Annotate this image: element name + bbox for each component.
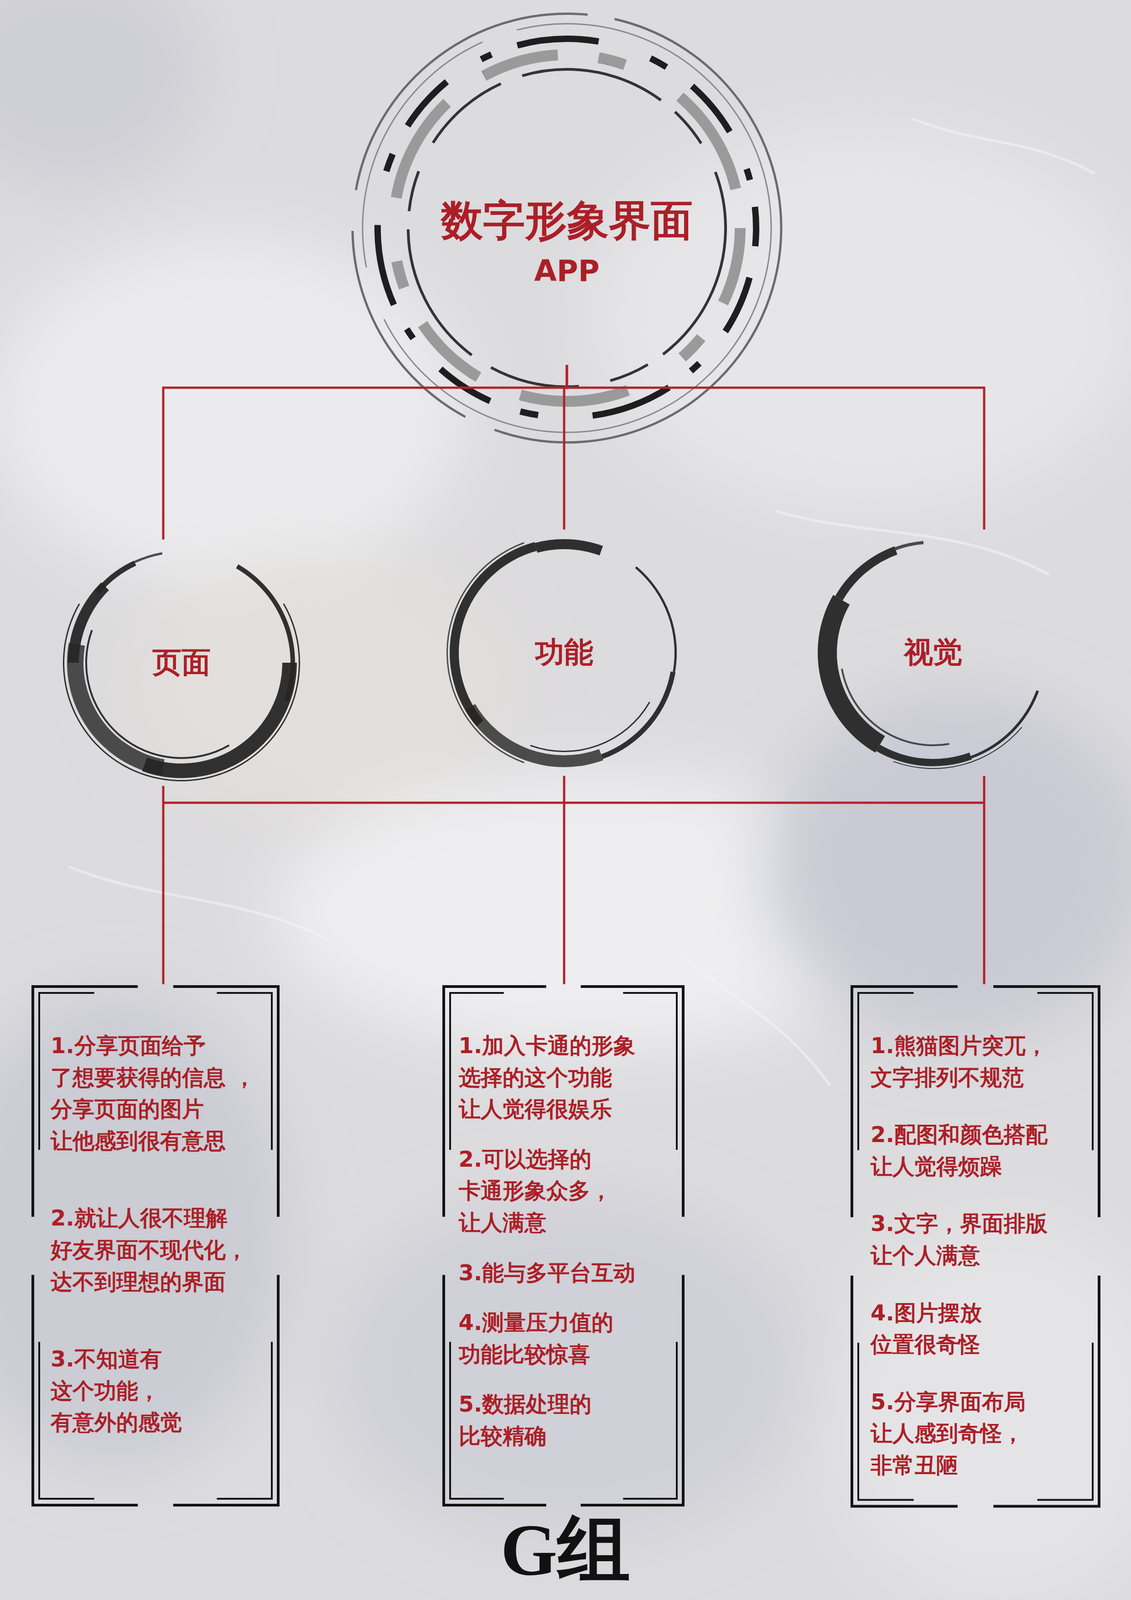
bracket-box: 1.加入卡通的形象 选择的这个功能 让人觉得很娱乐 2.可以选择的 卡通形象众多，… (441, 984, 686, 1508)
list-item: 4.测量压力值的 功能比较惊喜 (458, 1306, 669, 1370)
ring (377, 38, 757, 418)
brush-stroke (835, 546, 898, 601)
streak (68, 866, 329, 940)
bracket-corner (443, 1274, 547, 1505)
ring (393, 54, 741, 402)
ring (408, 69, 726, 387)
list-item: 1.分享页面给予 了想要获得的信息 ，分享页面的图片 让他感到很有意思 (50, 1029, 261, 1157)
paint-patch (0, 237, 466, 584)
brush-stroke (970, 690, 1039, 759)
streak (775, 510, 1049, 575)
brush-circle-node: 视觉 (809, 529, 1057, 776)
paint-patch (830, 1222, 1131, 1600)
bracket-corner (1037, 1342, 1093, 1500)
bracket-corner (993, 986, 1100, 1218)
brush-circle-node: 功能 (440, 529, 688, 776)
brush-stroke (840, 668, 950, 747)
branch-bus (163, 801, 985, 805)
label-holder: G组 (0, 1513, 1131, 1587)
brush-circle-node: 页面 (58, 539, 305, 786)
brush-stroke (534, 539, 604, 556)
subtitle-text: APP (534, 252, 600, 291)
bracket-box: 1.熊猫图片突兀， 文字排列不规范 2.配图和颜色搭配 让人觉得烦躁 3.文字，界面… (849, 984, 1102, 1509)
brush-stroke (876, 744, 973, 767)
brush-stroke (67, 642, 165, 776)
tree-connector (162, 785, 165, 985)
category-label: 页面 (152, 643, 211, 682)
list-item: 2.就让人很不理解 好友界面不现代化， 达不到理想的界面 (50, 1202, 261, 1298)
brush-stroke (446, 542, 525, 764)
brush-stroke (529, 701, 650, 753)
brush-stroke (817, 595, 885, 753)
group-label: G组 (500, 1513, 631, 1587)
list-item: 3.文字，界面排版 让个人满意 (870, 1207, 1081, 1272)
list-item: 5.分享界面布局 让人感到奇怪， 非常丑陋 (870, 1385, 1081, 1482)
tree-connector (563, 775, 566, 985)
streak (912, 118, 1095, 174)
brush-stroke (465, 704, 604, 768)
paint-patch (0, 994, 288, 1469)
bracket-corner (622, 992, 677, 1150)
brush-stroke (449, 542, 537, 727)
streak (684, 957, 831, 1086)
brush-stroke (95, 560, 137, 594)
brush-stroke (62, 603, 301, 782)
bracket-corner (622, 1341, 677, 1499)
list-item: 2.可以选择的 卡通形象众多， 让人满意 (458, 1143, 669, 1239)
bracket-corner (580, 1274, 684, 1505)
list-item: 2.配图和颜色搭配 让人觉得烦躁 (870, 1118, 1081, 1183)
category-label: 视觉 (903, 633, 963, 672)
tree-connector (566, 364, 985, 530)
bracket-corner (216, 1341, 272, 1499)
brush-stroke (67, 582, 109, 663)
title-circle-node: 数字形象界面APP (411, 118, 722, 365)
brush-stroke (894, 540, 924, 550)
brush-stroke (134, 552, 163, 564)
brush-stroke (141, 662, 297, 779)
title-text: 数字形象界面 (440, 193, 693, 249)
brush-stroke (85, 629, 230, 759)
list-item: 3.不知道有 这个功能， 有意外的感觉 (50, 1343, 261, 1439)
tree-connector (564, 364, 567, 530)
bracket-corner (851, 986, 958, 1218)
brush-stroke (635, 566, 677, 673)
bracket-corner (173, 1274, 279, 1505)
list-item: 3.能与多平台互动 (458, 1256, 669, 1289)
tree-connector (163, 364, 567, 540)
paint-patch (592, 127, 1131, 511)
category-label: 功能 (534, 633, 594, 672)
bracket-box: 1.分享页面给予 了想要获得的信息 ，分享页面的图片 让他感到很有意思 2.就让人… (30, 984, 281, 1508)
list-item: 1.熊猫图片突兀， 文字排列不规范 (870, 1029, 1081, 1094)
brush-stroke (893, 726, 1023, 769)
list-item: 5.数据处理的 比较精确 (458, 1388, 669, 1452)
paint-patch (332, 1194, 808, 1542)
paint-patch (0, 0, 206, 187)
knife-streaks (68, 118, 1095, 1086)
list-item: 1.加入卡通的形象 选择的这个功能 让人觉得很娱乐 (458, 1029, 669, 1126)
tree-connector (983, 775, 986, 985)
brush-stroke (601, 671, 676, 759)
paint-patch (127, 556, 511, 812)
list-item: 4.图片摆放 位置很奇怪 (870, 1297, 1081, 1361)
